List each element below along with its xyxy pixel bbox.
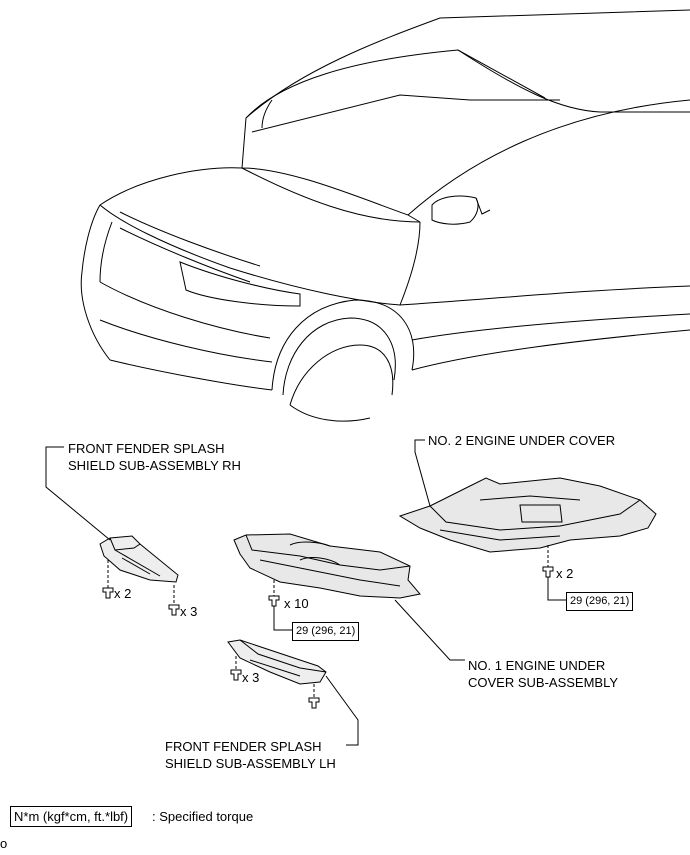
corner-mark: o — [0, 836, 8, 851]
bolt-count-rh-lower: x 3 — [180, 604, 198, 619]
bolt-count-rh-upper: x 2 — [114, 586, 132, 601]
label-splash-shield-rh: FRONT FENDER SPLASH SHIELD SUB-ASSEMBLY … — [68, 441, 241, 473]
legend-torque-units: N*m (kgf*cm, ft.*lbf) — [10, 806, 133, 827]
bolt-count-no1: x 10 — [284, 596, 309, 611]
splash-shield-rh — [45, 446, 180, 616]
torque-spec-no2-cover: 29 (296, 21) — [566, 592, 634, 611]
no1-engine-under-cover — [233, 533, 465, 661]
label-no2-engine-under-cover: NO. 2 ENGINE UNDER COVER — [428, 433, 616, 448]
bolt-count-no2: x 2 — [556, 566, 574, 581]
label-splash-shield-lh: FRONT FENDER SPLASH SHIELD SUB-ASSEMBLY … — [165, 739, 336, 771]
no2-engine-under-cover — [398, 439, 657, 601]
legend-description: : Specified torque — [152, 809, 254, 824]
splash-shield-lh — [227, 639, 359, 746]
vehicle-outline — [80, 9, 690, 422]
torque-spec-no1-cover: 29 (296, 21) — [292, 622, 360, 641]
bolt-count-lh: x 3 — [242, 670, 260, 685]
label-no1-engine-under-cover: NO. 1 ENGINE UNDER COVER SUB-ASSEMBLY — [468, 658, 619, 690]
